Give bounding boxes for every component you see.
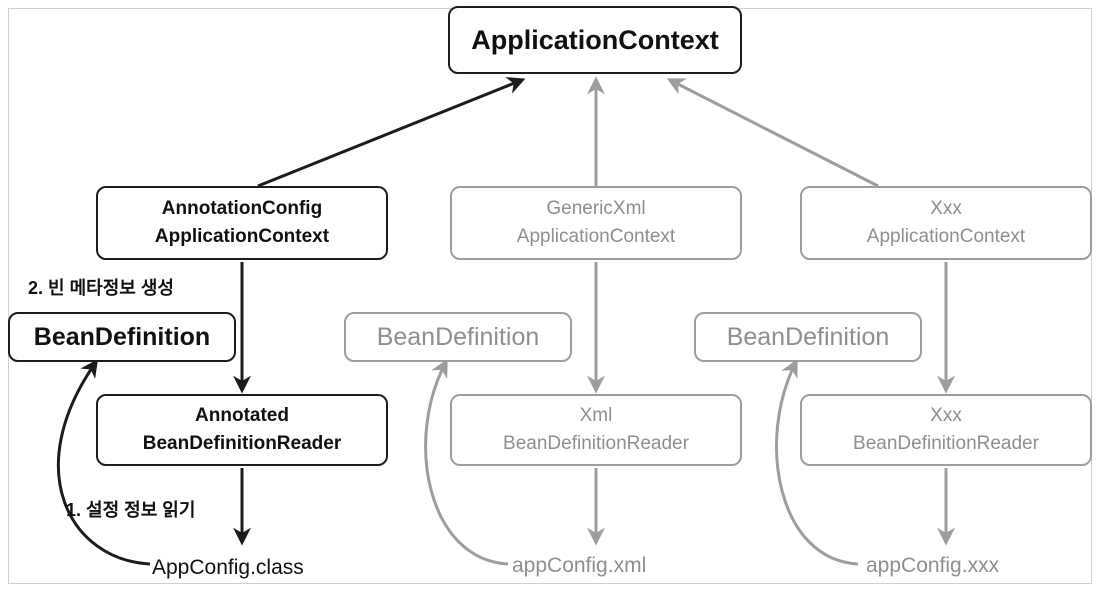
application-context-box: ApplicationContext	[448, 6, 742, 74]
arrow-annotation-context-to-root	[257, 77, 526, 188]
annotation-config-context-box: AnnotationConfig ApplicationContext	[96, 186, 388, 260]
reader-label-line1: Annotated	[195, 405, 289, 426]
xxx-reader-box: Xxx BeanDefinitionReader	[800, 394, 1092, 466]
bean-definition-box: BeanDefinition	[694, 312, 922, 362]
reader-label-line2: BeanDefinitionReader	[142, 433, 342, 454]
step-read-config-label: 1. 설정 정보 읽기	[66, 500, 196, 520]
context-label-line1: Xxx	[930, 198, 962, 219]
bean-definition-label: BeanDefinition	[33, 322, 211, 351]
reader-label-line1: Xml	[579, 405, 613, 426]
arrow-appconfig-xxx-to-beandefinition	[775, 358, 859, 566]
bean-definition-box: BeanDefinition	[344, 312, 572, 362]
bean-definition-box: BeanDefinition	[8, 312, 236, 362]
context-label-line2: ApplicationContext	[516, 226, 676, 247]
arrow-appconfig-to-beandefinition	[56, 359, 151, 566]
context-label-line2: ApplicationContext	[154, 226, 330, 247]
reader-label-line1: Xxx	[930, 405, 962, 426]
bean-definition-label: BeanDefinition	[376, 322, 540, 351]
arrow-appconfig-xml-to-beandefinition	[424, 358, 509, 566]
bean-definition-label: BeanDefinition	[726, 322, 890, 351]
xxx-context-box: Xxx ApplicationContext	[800, 186, 1092, 260]
appconfig-class-label: AppConfig.class	[152, 556, 304, 579]
application-context-label: ApplicationContext	[471, 24, 719, 55]
appconfig-xxx-label: appConfig.xxx	[866, 554, 1000, 577]
context-label-line2: ApplicationContext	[866, 226, 1026, 247]
step-create-meta-label: 2. 빈 메타정보 생성	[28, 278, 174, 298]
reader-label-line2: BeanDefinitionReader	[503, 433, 689, 454]
reader-label-line2: BeanDefinitionReader	[853, 433, 1039, 454]
context-label-line1: GenericXml	[546, 198, 646, 219]
annotated-reader-box: Annotated BeanDefinitionReader	[96, 394, 388, 466]
generic-xml-context-box: GenericXml ApplicationContext	[450, 186, 742, 260]
arrow-xxx-context-to-root	[666, 78, 879, 188]
xml-reader-box: Xml BeanDefinitionReader	[450, 394, 742, 466]
appconfig-xml-label: appConfig.xml	[512, 554, 647, 577]
context-label-line1: AnnotationConfig	[161, 198, 323, 219]
